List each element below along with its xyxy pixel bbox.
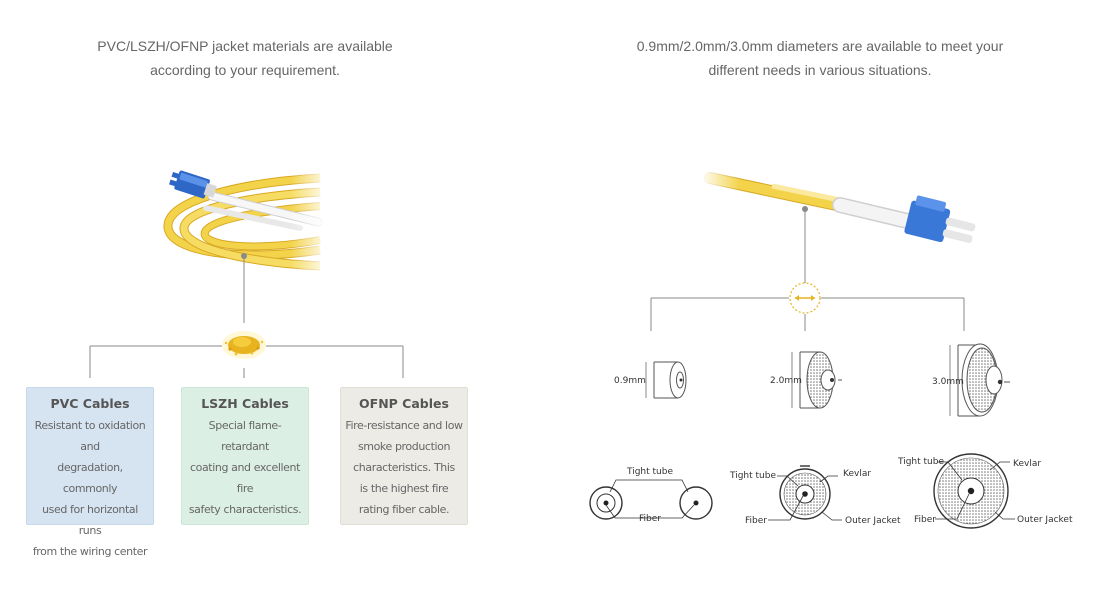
card-title: PVC Cables <box>50 396 130 411</box>
outer-jacket-label: Outer Jacket <box>1017 515 1073 525</box>
diameter-arrow-icon <box>789 282 821 314</box>
tight-tube-label: Tight tube <box>729 471 776 481</box>
diameter-label: 0.9mm <box>614 376 646 386</box>
fiber-label: Fiber <box>745 516 767 526</box>
fiber-label: Fiber <box>639 514 661 524</box>
diameters-caption: 0.9mm/2.0mm/3.0mm diameters are availabl… <box>610 34 1030 82</box>
caption-line: PVC/LSZH/OFNP jacket materials are avail… <box>97 38 393 54</box>
cross-section-0-9mm <box>589 479 713 520</box>
card-text-line: Special flame-retardant <box>208 419 282 453</box>
pvc-cables-card: PVC Cables Resistant to oxidation and de… <box>26 387 154 558</box>
card-text-line: safety characteristics. <box>188 503 302 516</box>
jacket-tree-lines <box>89 253 404 378</box>
fiber-0-9mm-illustration <box>645 361 687 399</box>
card-text-line: smoke production <box>357 440 451 453</box>
caption-line: according to your requirement. <box>150 62 340 78</box>
card-text-line: characteristics. This <box>353 461 455 474</box>
card-text-line: Fire-resistance and low <box>345 419 463 432</box>
card-title: LSZH Cables <box>201 396 289 411</box>
card-text-line: is the highest fire <box>359 482 449 495</box>
cross-section-3-0mm <box>933 453 1015 529</box>
jacket-materials-caption: PVC/LSZH/OFNP jacket materials are avail… <box>60 34 430 82</box>
kevlar-label: Kevlar <box>843 469 871 479</box>
lszh-cables-card: LSZH Cables Special flame-retardant coat… <box>181 387 309 525</box>
outer-jacket-label: Outer Jacket <box>845 516 901 526</box>
fiber-3-0mm-illustration <box>949 343 1010 417</box>
kevlar-label: Kevlar <box>1013 459 1041 469</box>
caption-line: 0.9mm/2.0mm/3.0mm diameters are availabl… <box>636 38 1004 54</box>
lc-duplex-patch-cable <box>163 165 330 280</box>
granule-pile-icon <box>222 331 266 359</box>
caption-line: different needs in various situations. <box>708 62 932 78</box>
cross-section-2-0mm <box>768 465 842 521</box>
card-title: OFNP Cables <box>359 396 449 411</box>
diameter-label: 3.0mm <box>932 377 964 387</box>
fiber-2-0mm-illustration <box>791 351 842 409</box>
card-text-line: used for horizontal runs <box>42 503 138 537</box>
tight-tube-label: Tight tube <box>897 457 944 467</box>
fiber-label: Fiber <box>914 515 936 525</box>
card-text-line: degradation, commonly <box>57 461 123 495</box>
card-text-line: rating fiber cable. <box>358 503 450 516</box>
card-text-line: Resistant to oxidation and <box>34 419 146 453</box>
diameter-tree-lines <box>650 206 965 331</box>
ofnp-cables-card: OFNP Cables Fire-resistance and low smok… <box>340 387 468 525</box>
card-text-line: coating and excellent fire <box>189 461 300 495</box>
card-text-line: from the wiring center <box>32 545 148 558</box>
diameter-label: 2.0mm <box>770 376 802 386</box>
lc-connector-cable <box>700 165 976 243</box>
tight-tube-label: Tight tube <box>626 467 673 477</box>
